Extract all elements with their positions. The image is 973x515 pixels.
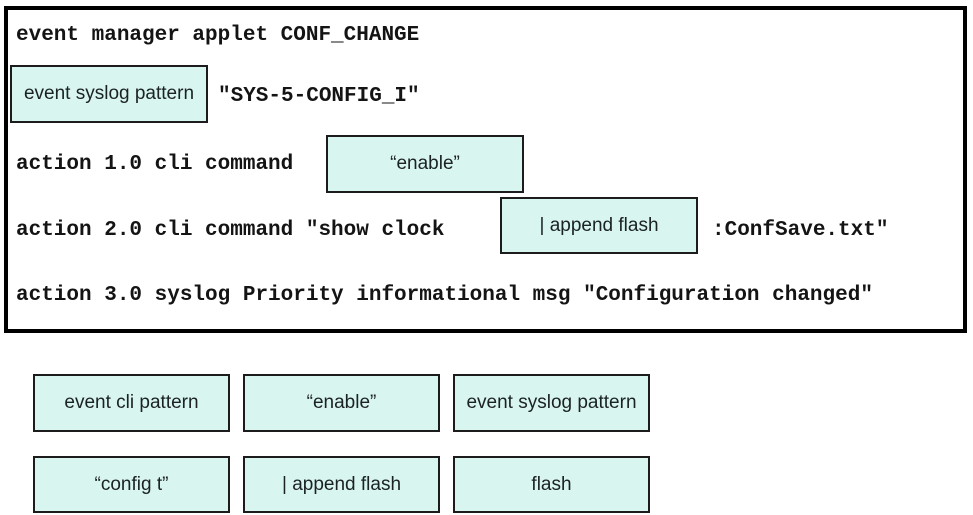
slot-event-syslog-pattern-label: event syslog pattern [23,83,195,104]
option-chip-event-syslog-pattern[interactable]: event syslog pattern [453,374,650,432]
option-chip-config-t-label: “config t” [94,473,169,495]
option-chip-append-flash[interactable]: | append flash [243,456,440,513]
option-chip-event-cli-pattern[interactable]: event cli pattern [33,374,230,432]
option-chip-flash-label: flash [531,473,572,495]
code-confsave-arg: :ConfSave.txt" [712,219,889,242]
code-syslog-pattern-arg: "SYS-5-CONFIG_I" [218,85,420,108]
code-line-event-manager: event manager applet CONF_CHANGE [16,24,420,47]
option-chip-enable[interactable]: “enable” [243,374,440,432]
option-chip-append-flash-label: | append flash [281,473,402,495]
option-chip-flash[interactable]: flash [453,456,650,513]
option-chip-enable-label: “enable” [306,392,377,413]
code-line-action-1: action 1.0 cli command [16,153,294,176]
slot-enable-label: “enable” [390,153,460,174]
option-chip-config-t[interactable]: “config t” [33,456,230,513]
option-chip-event-cli-pattern-label: event cli pattern [64,392,199,413]
slot-event-syslog-pattern-chip[interactable]: event syslog pattern [10,65,208,123]
code-line-action-3: action 3.0 syslog Priority informational… [16,284,873,307]
slot-enable-chip[interactable]: “enable” [326,135,524,193]
option-chip-event-syslog-pattern-label: event syslog pattern [466,392,637,413]
slot-append-flash-chip[interactable]: | append flash [500,197,698,254]
code-line-action-2: action 2.0 cli command "show clock [16,219,445,242]
slot-append-flash-label: | append flash [539,214,659,236]
